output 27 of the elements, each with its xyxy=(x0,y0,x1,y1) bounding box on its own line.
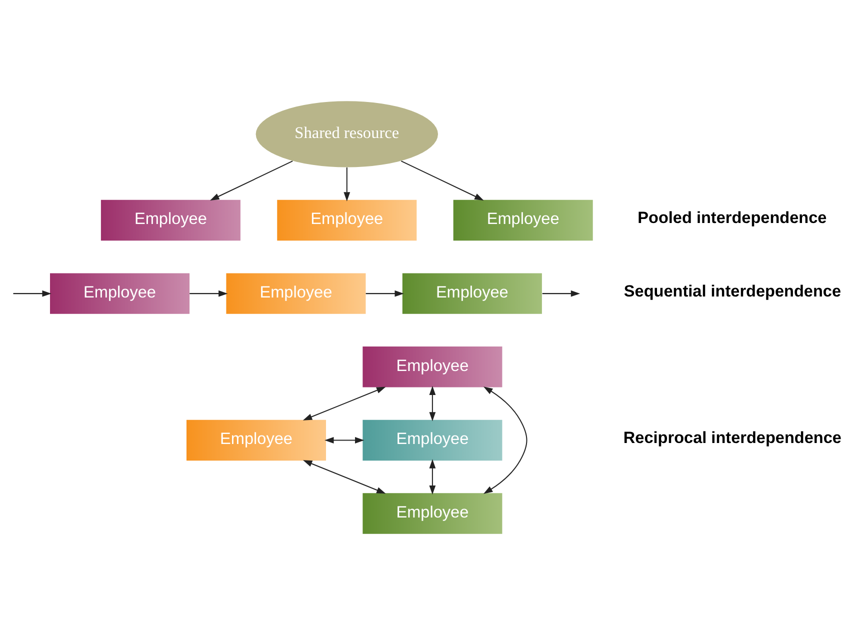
node-box: Employee xyxy=(453,199,593,240)
node-box: Employee xyxy=(362,492,502,534)
arrow xyxy=(429,458,436,494)
node-box: Employee xyxy=(402,272,542,314)
node-box: Employee xyxy=(186,419,326,460)
node-ellipse: Shared resource xyxy=(256,100,438,167)
node-box: Employee xyxy=(226,272,366,314)
arrow xyxy=(344,166,350,201)
arrow xyxy=(483,386,528,494)
arrow xyxy=(302,460,386,494)
node-box: Employee xyxy=(277,199,417,240)
arrow xyxy=(302,386,386,420)
arrow xyxy=(190,290,228,296)
node-box: Employee xyxy=(50,272,190,314)
label: Sequential interdependence xyxy=(624,282,842,300)
arrow xyxy=(400,160,484,200)
arrow xyxy=(324,436,364,443)
arrow xyxy=(429,385,436,421)
arrow xyxy=(210,160,293,200)
node-box: Employee xyxy=(362,346,502,387)
label: Pooled interdependence xyxy=(638,208,827,227)
arrow xyxy=(13,290,52,296)
node-box: Employee xyxy=(100,199,240,240)
node-box: Employee xyxy=(362,419,502,460)
arrow xyxy=(542,290,580,296)
arrow xyxy=(366,290,404,296)
label: Reciprocal interdependence xyxy=(623,428,842,447)
